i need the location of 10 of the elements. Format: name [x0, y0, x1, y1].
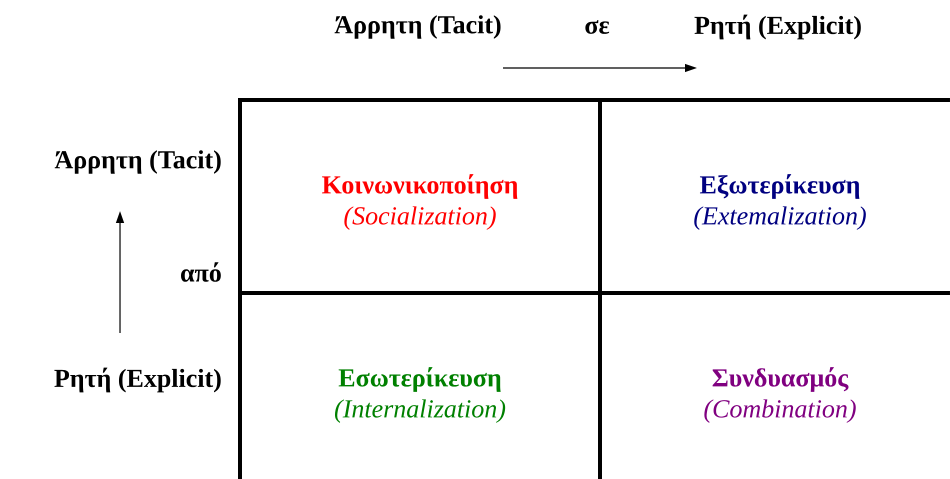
axis-label: από	[181, 262, 221, 282]
quadrant-cell: Κοινωνικοποίηση (Socialization)	[322, 174, 518, 230]
axis-label: Ρητή (Explicit)	[54, 368, 221, 392]
axis-label: Ρητή (Explicit)	[694, 14, 861, 40]
quadrant-cell: Εξωτερίκευση (Extemalization)	[694, 174, 866, 230]
axis-label: σε	[585, 20, 610, 34]
axis-label: Άρρητη (Tacit)	[54, 150, 221, 174]
axis-label: Άρρητη (Tacit)	[334, 15, 501, 39]
quadrant-cell: Εσωτερίκευση (Internalization)	[334, 367, 506, 423]
quadrant-cell: Συνδυασμός (Combination)	[704, 367, 856, 423]
